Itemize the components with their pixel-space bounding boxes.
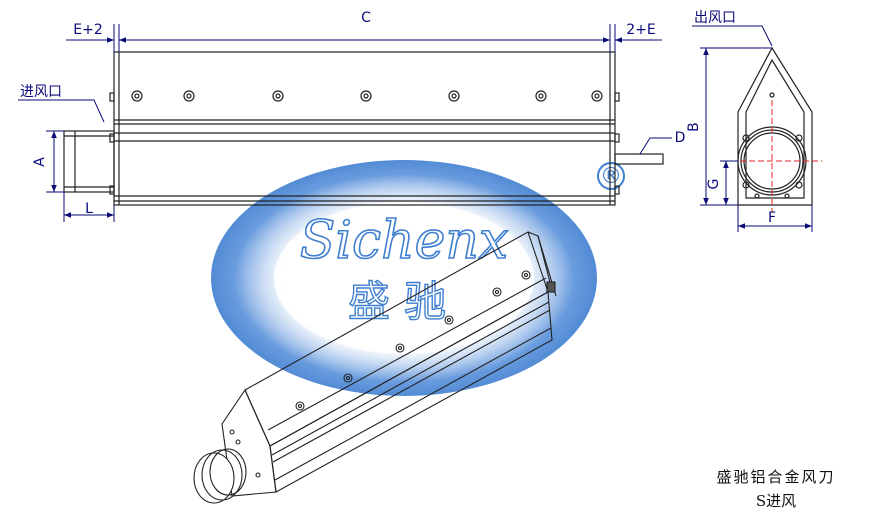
iso-slot-stub [546, 281, 556, 293]
watermark-brand-en: Sichenx [300, 211, 508, 271]
watermark-brand-cn: 盛驰 [348, 277, 460, 326]
front-dimensions [18, 24, 672, 222]
isometric-view [193, 231, 557, 504]
callout-outlet: 出风口 [694, 10, 736, 26]
iso-bolts [295, 270, 531, 411]
side-dimensions [692, 25, 813, 232]
watermark: Sichenx 盛驰 ® [211, 160, 625, 396]
watermark-ring-inner [274, 202, 534, 354]
caption-inlet-type: S进风 [755, 492, 797, 510]
dim-label-length: C [361, 10, 371, 26]
side-center-lines [722, 100, 822, 212]
side-profile [737, 46, 813, 206]
dim-label-inlet-dia: A [32, 157, 48, 167]
dim-label-left-margin: E+2 [73, 22, 102, 38]
dim-label-height: B [686, 122, 702, 132]
dim-label-center-height: G [706, 179, 722, 190]
iso-inlet-cylinder [193, 448, 247, 504]
front-slot-plate [614, 153, 664, 165]
iso-end-cap [221, 388, 277, 497]
caption-product-name: 盛驰铝合金风刀 [716, 468, 836, 486]
side-view [737, 46, 813, 206]
front-bolts [131, 90, 603, 102]
front-view [63, 51, 664, 206]
front-inlet-pipe [63, 130, 115, 193]
registered-mark-circle [597, 162, 625, 190]
front-body [113, 51, 616, 206]
dim-label-right-margin: 2+E [626, 22, 655, 38]
callout-inlet: 进风口 [20, 84, 62, 100]
dim-label-inlet-len: L [85, 201, 93, 217]
dim-label-slot: D [675, 130, 686, 146]
dim-label-width: F [768, 210, 776, 226]
registered-mark: ® [600, 164, 622, 189]
